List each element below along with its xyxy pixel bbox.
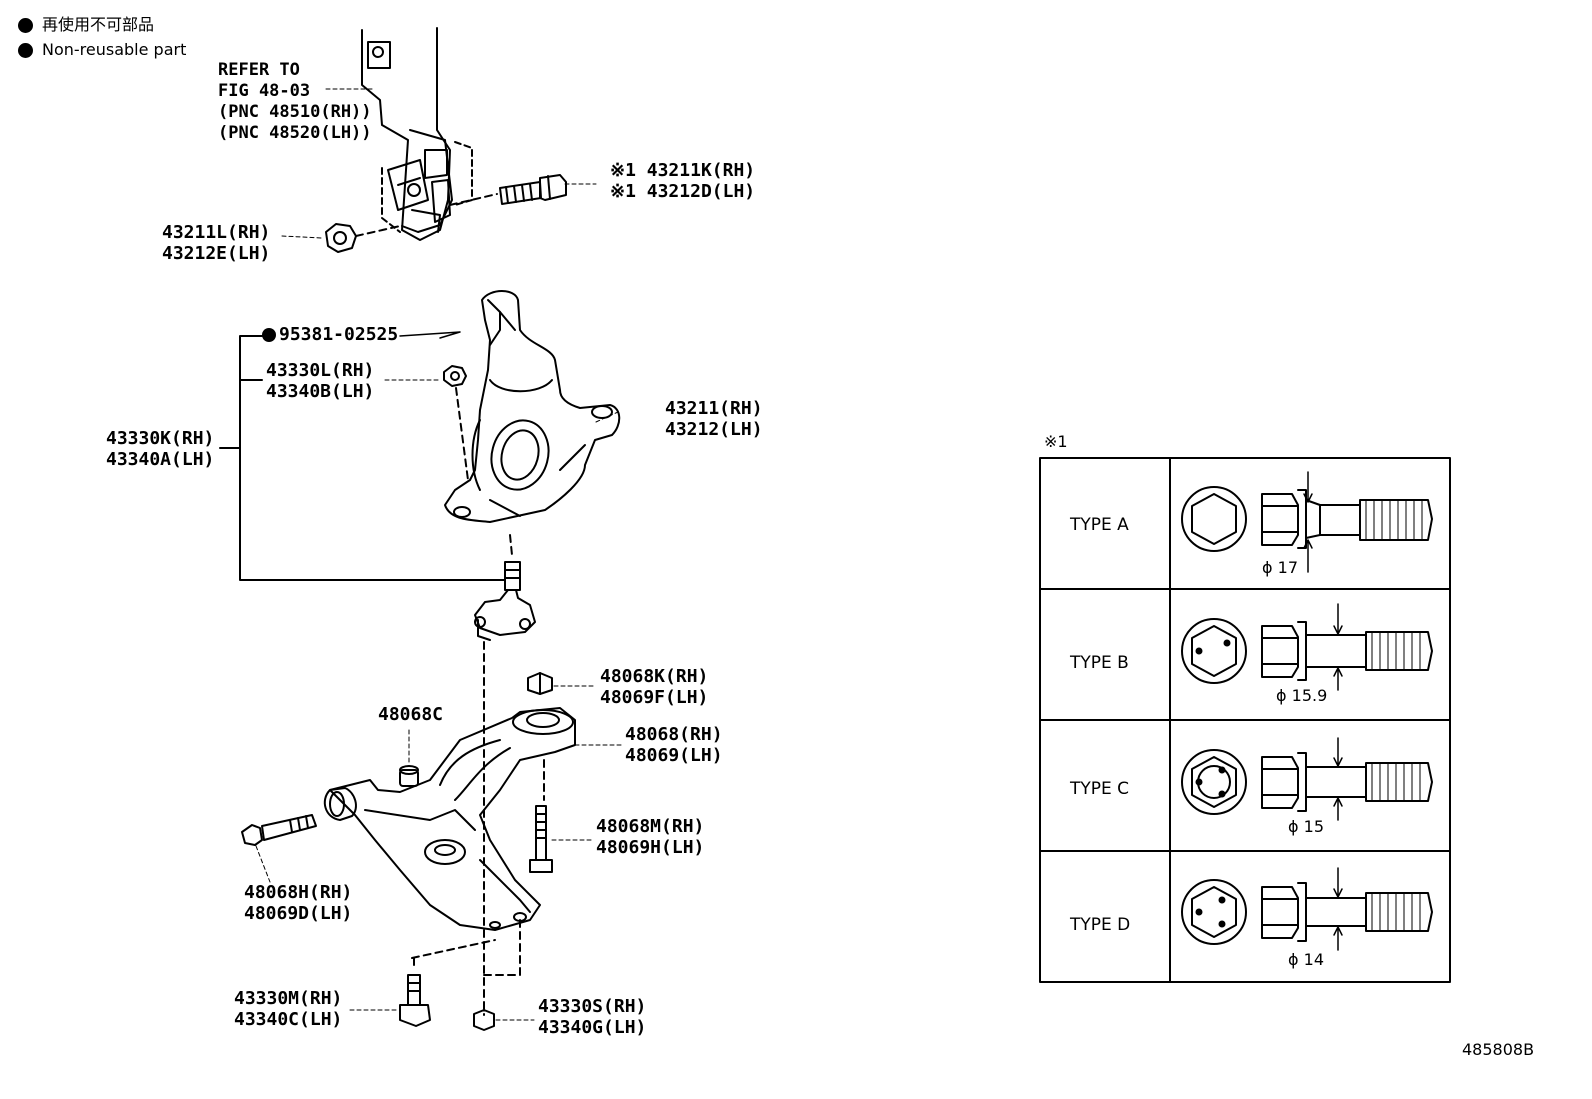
label-arm-nut-lh: 48069F(LH) — [600, 687, 709, 708]
fastener-type-table — [1039, 457, 1451, 983]
type-c-label: TYPE C — [1070, 779, 1130, 799]
label-front-bolt-rh: 48068H(RH) — [244, 882, 353, 903]
label-lower-arm-lh: 48069(LH) — [625, 745, 723, 766]
label-lower-arm-rh: 48068(RH) — [625, 724, 723, 745]
label-ball-bolt-rh: 43330M(RH) — [234, 988, 343, 1009]
label-pin: 95381-02525 — [262, 326, 398, 344]
pin-leader — [399, 331, 461, 339]
legend-en: Non-reusable part — [18, 42, 186, 58]
label-knuckle-rh: 43211(RH) — [665, 398, 763, 419]
type-b-label: TYPE B — [1070, 653, 1129, 673]
label-rear-bolt-lh: 48069H(LH) — [596, 837, 705, 858]
type-d-drawing — [1181, 867, 1433, 951]
label-upper-nut-lh: 43212E(LH) — [162, 243, 271, 264]
type-d-label: TYPE D — [1070, 915, 1131, 935]
refer-note: REFER TO FIG 48-03 (PNC 48510(RH)) (PNC … — [218, 60, 372, 144]
label-upper-bolt-rh: ※1 43211K(RH) — [610, 160, 756, 181]
strut-bracket-drawing — [361, 27, 473, 241]
table-note: ※1 — [1044, 432, 1068, 451]
label-rear-bolt: 48068M(RH) 48069H(LH) — [596, 816, 704, 858]
legend-en-text: Non-reusable part — [42, 40, 187, 59]
refer-line-1: REFER TO — [218, 60, 300, 80]
legend-jp-text: 再使用不可部品 — [42, 15, 155, 34]
label-leaders — [595, 411, 619, 423]
lower-arm-drawing — [323, 707, 623, 931]
legend-jp: 再使用不可部品 — [18, 17, 154, 33]
label-ball-bolt-lh: 43340C(LH) — [234, 1009, 343, 1030]
rear-bolt-drawing — [529, 759, 595, 873]
label-ball-joint-assy-lh: 43340A(LH) — [106, 449, 215, 470]
non-reusable-bullet-icon — [18, 42, 33, 58]
label-arm-nut-rh: 48068K(RH) — [600, 666, 709, 687]
figure-id: 485808B — [1462, 1040, 1535, 1059]
label-knuckle-nut-rh: 43330L(RH) — [266, 360, 375, 381]
label-bushing: 48068C — [378, 704, 444, 725]
type-d-diameter: ϕ 14 — [1288, 950, 1324, 969]
label-pin-text: 95381-02525 — [279, 324, 399, 345]
upper-bolt-drawing — [449, 174, 597, 206]
label-upper-bolt-lh: ※1 43212D(LH) — [610, 181, 756, 202]
label-upper-bolt: ※1 43211K(RH) ※1 43212D(LH) — [610, 160, 755, 202]
type-c-drawing — [1181, 737, 1433, 821]
label-upper-nut: 43211L(RH) 43212E(LH) — [162, 222, 270, 264]
refer-line-3: (PNC 48510(RH)) — [218, 102, 372, 122]
type-b-drawing — [1181, 603, 1433, 691]
label-upper-nut-rh: 43211L(RH) — [162, 222, 271, 243]
lower-fasteners-drawing — [349, 919, 535, 1031]
type-a-label: TYPE A — [1070, 515, 1129, 535]
front-bolt-drawing — [241, 814, 317, 883]
label-knuckle-lh: 43212(LH) — [665, 419, 763, 440]
label-knuckle: 43211(RH) 43212(LH) — [665, 398, 763, 440]
label-knuckle-nut: 43330L(RH) 43340B(LH) — [266, 360, 374, 402]
label-ball-joint-assy: 43330K(RH) 43340A(LH) — [106, 428, 214, 470]
label-rear-bolt-rh: 48068M(RH) — [596, 816, 705, 837]
knuckle-nut-drawing — [384, 365, 469, 481]
type-b-diameter: ϕ 15.9 — [1276, 686, 1328, 705]
label-lower-arm: 48068(RH) 48069(LH) — [625, 724, 723, 766]
label-ball-nut-lh: 43340G(LH) — [538, 1017, 647, 1038]
type-c-diameter: ϕ 15 — [1288, 817, 1324, 836]
label-ball-nut: 43330S(RH) 43340G(LH) — [538, 996, 646, 1038]
label-arm-nut: 48068K(RH) 48069F(LH) — [600, 666, 708, 708]
refer-line-2: FIG 48-03 — [218, 81, 311, 101]
refer-line-4: (PNC 48520(LH)) — [218, 123, 372, 143]
assy-bracket — [219, 335, 506, 581]
upper-nut-drawing — [281, 223, 401, 253]
label-front-bolt-lh: 48069D(LH) — [244, 903, 353, 924]
non-reusable-bullet-icon — [262, 328, 276, 342]
label-front-bolt: 48068H(RH) 48069D(LH) — [244, 882, 352, 924]
type-a-diameter: ϕ 17 — [1262, 558, 1298, 577]
label-knuckle-nut-lh: 43340B(LH) — [266, 381, 375, 402]
steering-knuckle-drawing — [444, 290, 621, 523]
ball-joint-drawing — [474, 534, 536, 1016]
label-ball-joint-assy-rh: 43330K(RH) — [106, 428, 215, 449]
label-ball-nut-rh: 43330S(RH) — [538, 996, 647, 1017]
label-ball-bolt: 43330M(RH) 43340C(LH) — [234, 988, 342, 1030]
arm-nut-drawing — [527, 672, 597, 695]
type-a-drawing — [1181, 471, 1433, 573]
non-reusable-bullet-icon — [18, 17, 33, 33]
bushing-drawing — [399, 729, 419, 787]
